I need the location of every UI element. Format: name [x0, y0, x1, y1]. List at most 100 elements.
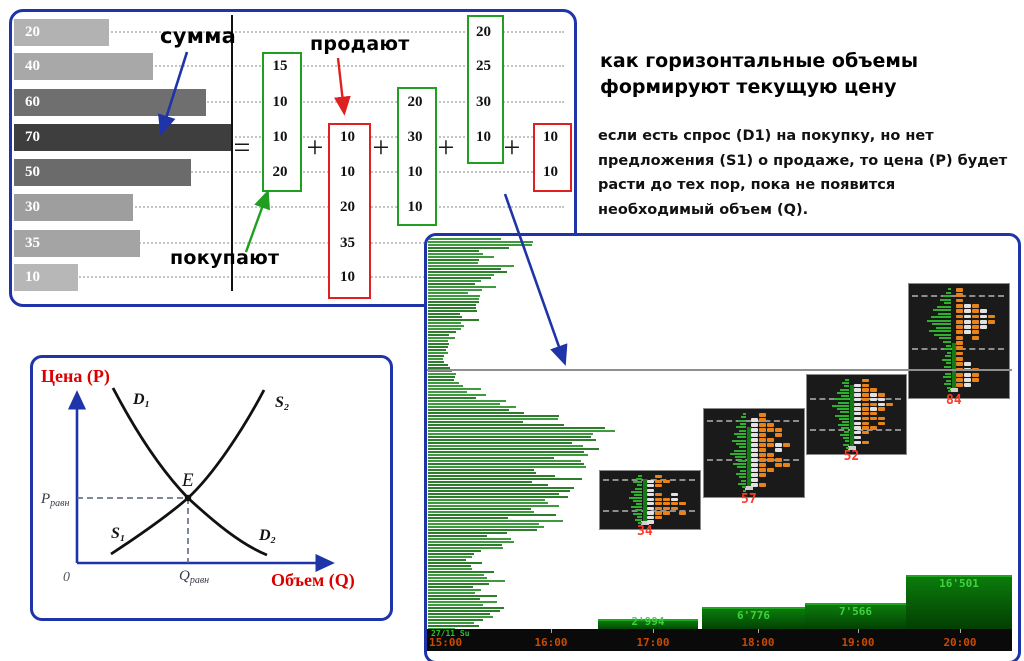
cluster-cell-neutral	[751, 478, 758, 482]
cluster-cell-aggressive	[877, 393, 885, 397]
profile-bar	[428, 553, 474, 555]
buy-orders-box	[262, 52, 302, 192]
body-line: если есть спрос (D1) на покупку, но нет	[598, 128, 934, 144]
cluster-cell-aggressive	[759, 473, 766, 477]
cluster-profile-bar	[840, 395, 849, 398]
candle-base-marker	[950, 388, 958, 393]
cluster-profile-bar	[944, 302, 951, 305]
cluster-cell-neutral	[964, 309, 971, 314]
cluster-profile-bar	[948, 390, 951, 393]
profile-bar	[428, 472, 537, 474]
bars-boxes-divider	[231, 15, 233, 291]
cluster-profile-bar	[837, 424, 849, 427]
cluster-cell-neutral	[853, 397, 861, 402]
cluster-profile-bar	[743, 489, 746, 492]
profile-bar	[428, 502, 549, 504]
profile-bar	[428, 556, 472, 558]
order-volume-value: 10	[407, 164, 423, 180]
sum-bar-value: 30	[25, 198, 40, 215]
cluster-profile-bar	[636, 503, 642, 506]
cluster-cell-aggressive	[759, 418, 766, 422]
cluster-profile-bar	[836, 408, 849, 411]
cluster-profile-bar	[635, 518, 642, 521]
time-tick-mark	[758, 629, 759, 633]
cluster-cell-aggressive	[956, 314, 963, 319]
cluster-profile-bar	[946, 291, 951, 294]
cluster-cell-neutral	[751, 433, 758, 437]
candle-base-marker	[745, 485, 753, 490]
cluster-profile-bar	[629, 496, 642, 499]
cluster-profile-bar	[633, 500, 642, 502]
cluster-profile-bar	[738, 459, 746, 462]
profile-bar	[428, 301, 479, 303]
cluster-cell-aggressive	[956, 372, 963, 377]
profile-bar	[428, 559, 467, 561]
order-volume-value: 10	[340, 269, 355, 285]
cluster-cell-aggressive	[956, 319, 963, 324]
hour-volume-bar	[906, 575, 1012, 631]
cluster-cell-aggressive	[663, 502, 670, 506]
cluster-profile-bar	[638, 521, 642, 524]
profile-bar	[428, 337, 456, 339]
profile-bar	[428, 313, 460, 315]
profile-bar	[428, 562, 483, 564]
cluster-cell-neutral	[853, 440, 861, 444]
equilibrium-price-label: Pравн	[40, 491, 70, 509]
profile-bar	[428, 418, 558, 420]
order-volume-value: 10	[340, 164, 355, 180]
profile-bar	[428, 250, 480, 252]
sum-bar-value: 60	[25, 93, 40, 110]
equals-sign: =	[233, 131, 251, 164]
cluster-profile-bar	[637, 515, 642, 518]
cluster-cell-neutral	[964, 319, 971, 324]
cluster-profile-bar	[638, 475, 642, 477]
cluster-profile-bar	[736, 443, 746, 445]
cluster-cell-neutral	[853, 383, 861, 388]
cluster-profile-bar	[929, 330, 951, 333]
cluster-profile-bar	[633, 512, 642, 515]
profile-bar	[428, 625, 479, 627]
cluster-dashed-level	[603, 509, 695, 512]
cluster-cell-neutral	[671, 493, 678, 497]
cluster-cell-aggressive	[861, 426, 869, 430]
body-line: расти до тех пор, пока не появится	[598, 177, 896, 193]
row-gridline	[16, 242, 564, 244]
profile-bar	[428, 406, 517, 408]
cluster-cell-neutral	[869, 397, 877, 402]
cluster-profile-bar	[931, 316, 951, 319]
hour-volume-value: 2'994	[631, 615, 665, 628]
profile-bar	[428, 319, 480, 321]
plus-sign: +	[503, 131, 521, 164]
order-volume-value: 35	[340, 235, 355, 251]
cluster-profile-bar	[637, 484, 642, 487]
profile-bar	[428, 325, 464, 327]
cluster-profile-bar	[934, 333, 951, 336]
profile-bar	[428, 376, 455, 378]
profile-bar	[428, 493, 559, 495]
cluster-cell-neutral	[869, 407, 877, 411]
time-tick-mark	[960, 629, 961, 633]
cluster-cell-aggressive	[655, 502, 662, 506]
profile-bar	[428, 310, 478, 312]
cluster-cell-aggressive	[861, 416, 869, 421]
cluster-profile-bar	[845, 446, 849, 449]
volume-cluster	[599, 470, 701, 530]
volume-cluster	[703, 408, 805, 498]
cluster-cell-aggressive	[663, 497, 670, 501]
equilibrium-qty-label: Qравн	[179, 568, 209, 586]
cluster-cell-aggressive	[956, 356, 963, 361]
profile-bar	[428, 535, 488, 537]
volume-cluster	[806, 374, 907, 455]
cluster-cell-neutral	[647, 484, 654, 488]
order-volume-value: 30	[476, 94, 491, 110]
cluster-profile-bar	[631, 506, 642, 509]
cluster-profile-bar	[738, 483, 746, 485]
profile-bar	[428, 544, 503, 546]
cluster-cell-neutral	[853, 421, 861, 425]
cluster-profile-bar	[942, 358, 951, 361]
profile-bar	[428, 445, 584, 447]
sum-bar-value: 20	[25, 23, 40, 40]
cluster-cell-aggressive	[869, 388, 877, 392]
